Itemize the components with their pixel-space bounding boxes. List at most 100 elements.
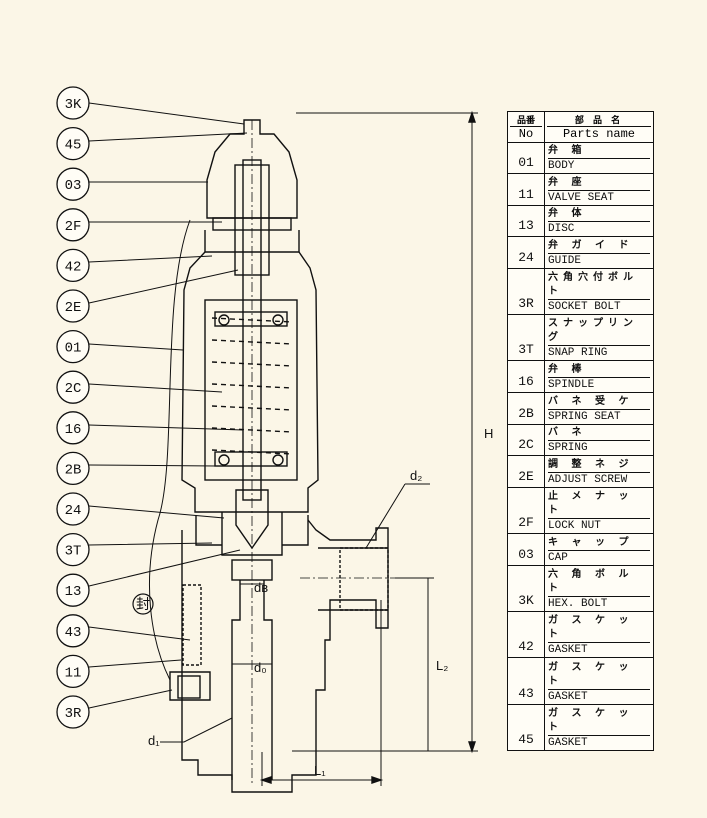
part-no: 42 bbox=[507, 610, 545, 659]
callout-label: 16 bbox=[65, 422, 82, 438]
callout-bubble bbox=[56, 532, 90, 567]
part-name-en: ADJUST SCREW bbox=[548, 471, 650, 487]
part-no: 13 bbox=[507, 204, 545, 238]
part-name-jp: 止 メ ナ ッ ト bbox=[548, 491, 634, 517]
callout-bubble bbox=[56, 451, 90, 486]
callout-label: 2E bbox=[65, 300, 82, 316]
part-no: 01 bbox=[507, 141, 545, 175]
part-no: 45 bbox=[507, 703, 545, 752]
callout-bubble bbox=[56, 126, 90, 161]
callout-bubble bbox=[56, 329, 90, 364]
part-no: 43 bbox=[507, 657, 545, 705]
part-name-jp: 調 整 ネ ジ bbox=[548, 458, 634, 470]
part-name-jp: ガ ス ケ ッ ト bbox=[548, 708, 634, 733]
header-no-jp: 品番 bbox=[516, 115, 535, 126]
part-name-en: GASKET bbox=[548, 642, 650, 657]
part-name-jp: 弁 体 bbox=[548, 208, 587, 220]
part-name-jp: バ ネ 受 ケ bbox=[548, 395, 634, 407]
part-name-en: GUIDE bbox=[548, 252, 650, 268]
callout-bubble bbox=[56, 573, 90, 607]
part-no: 03 bbox=[507, 533, 545, 566]
callout-label: 03 bbox=[65, 178, 82, 194]
callout-label: 01 bbox=[65, 341, 82, 357]
part-no: 2B bbox=[507, 392, 545, 425]
header-no-en: No bbox=[510, 125, 542, 141]
callout-bubble bbox=[56, 695, 90, 729]
part-name-en: DISC bbox=[548, 221, 650, 236]
part-name-en: SNAP RING bbox=[548, 345, 650, 360]
callout-bubble bbox=[56, 614, 90, 648]
part-name: ガ ス ケ ッ ト GASKET bbox=[544, 703, 654, 752]
part-name-en: CAP bbox=[548, 549, 650, 565]
part-name-en: HEX. BOLT bbox=[548, 595, 650, 611]
part-name-en: LOCK NUT bbox=[548, 518, 650, 533]
part-name-jp: スナップリング bbox=[548, 318, 638, 344]
part-name-en: VALVE SEAT bbox=[548, 189, 650, 205]
dim-d0: d₀ bbox=[254, 660, 267, 675]
callout-bubble bbox=[56, 208, 90, 242]
part-name-en: GASKET bbox=[548, 688, 650, 704]
part-name-jp: 弁 座 bbox=[548, 176, 587, 188]
callout-label: 11 bbox=[65, 665, 82, 681]
seal-mark: 封 bbox=[136, 597, 150, 614]
callout-label: 45 bbox=[65, 138, 82, 154]
callout-label: 2C bbox=[65, 381, 82, 397]
callout-label: 13 bbox=[65, 584, 82, 600]
callout-label: 3R bbox=[65, 706, 82, 722]
callout-bubble bbox=[56, 654, 90, 689]
part-no: 2E bbox=[507, 455, 545, 488]
part-name-en: GASKET bbox=[548, 735, 650, 750]
callout-label: 3K bbox=[65, 97, 82, 113]
header-name-en: Parts name bbox=[547, 125, 651, 141]
dim-dB: dв bbox=[254, 580, 268, 595]
callout-label: 2B bbox=[65, 462, 82, 478]
part-name-jp: 弁 箱 bbox=[548, 145, 587, 157]
callout-bubble bbox=[56, 289, 90, 323]
part-name-jp: キ ャ ッ プ bbox=[548, 536, 634, 548]
part-no: 24 bbox=[507, 236, 545, 269]
callout-bubble bbox=[56, 411, 90, 445]
part-name-jp: 弁 ガ イ ド bbox=[548, 239, 634, 251]
callout-label: 42 bbox=[65, 259, 82, 275]
callout-label: 3T bbox=[65, 544, 82, 560]
part-name-jp: 六角穴付ボルト bbox=[548, 272, 638, 298]
part-name-en: BODY bbox=[548, 158, 650, 173]
part-no: 2C bbox=[507, 423, 545, 457]
callout-bubble bbox=[56, 492, 90, 526]
callout-bubble bbox=[56, 86, 90, 120]
part-name-jp: 六 角 ボ ル ト bbox=[548, 568, 634, 594]
callout-bubble bbox=[56, 167, 90, 201]
part-no: 3R bbox=[507, 267, 545, 316]
dim-H: H bbox=[484, 426, 493, 441]
callout-label: 2F bbox=[65, 219, 82, 235]
callout-label: 24 bbox=[65, 503, 82, 519]
